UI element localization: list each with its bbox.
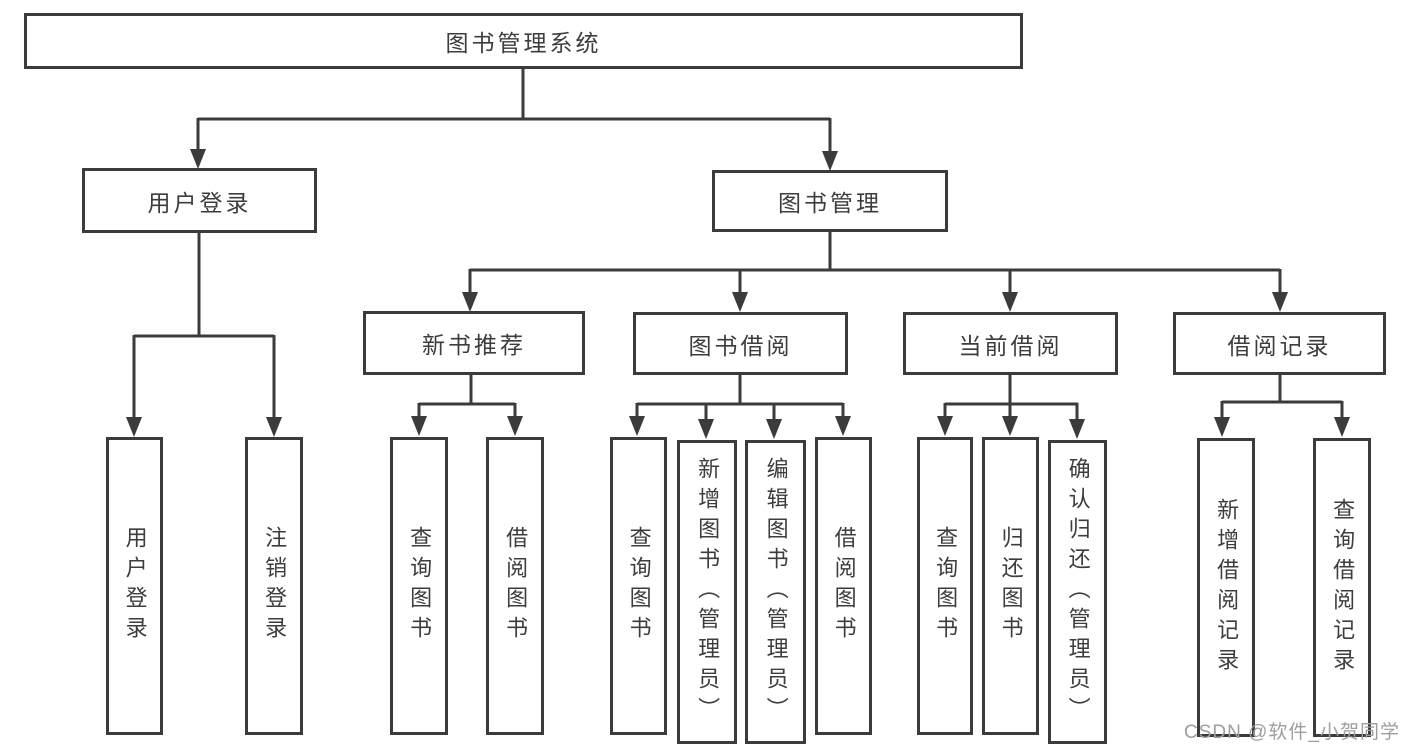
node-root-library-management-system: 图书管理系统 [24, 13, 1023, 69]
leaf-borrow-books: 借阅图书 [815, 437, 872, 735]
leaf-query-books-recommend: 查询图书 [390, 437, 448, 735]
leaf-edit-book-admin: 编辑图书（管理员） [745, 440, 806, 744]
tree-edges [132, 68, 1344, 422]
node-user-login: 用户登录 [82, 168, 317, 233]
node-borrowing-records: 借阅记录 [1173, 312, 1386, 375]
leaf-query-books-borrow: 查询图书 [610, 437, 667, 735]
leaf-confirm-return-admin: 确认归还（管理员） [1048, 440, 1107, 744]
leaf-query-borrow-record: 查询借阅记录 [1313, 438, 1371, 737]
node-book-management: 图书管理 [712, 170, 948, 232]
leaf-logout: 注销登录 [245, 437, 303, 735]
node-current-borrowing: 当前借阅 [903, 312, 1118, 375]
leaf-add-book-admin: 新增图书（管理员） [677, 440, 737, 744]
leaf-borrow-books-recommend: 借阅图书 [486, 437, 544, 735]
node-book-borrowing: 图书借阅 [633, 312, 848, 375]
csdn-watermark: CSDN @软件_小贺同学 [1184, 722, 1400, 743]
arrowheads [126, 149, 1350, 439]
leaf-add-borrow-record: 新增借阅记录 [1197, 438, 1255, 737]
leaf-user-login: 用户登录 [106, 437, 163, 735]
node-new-book-recommendation: 新书推荐 [363, 311, 585, 375]
leaf-return-book: 归还图书 [982, 437, 1039, 735]
leaf-query-books-current: 查询图书 [917, 437, 973, 735]
